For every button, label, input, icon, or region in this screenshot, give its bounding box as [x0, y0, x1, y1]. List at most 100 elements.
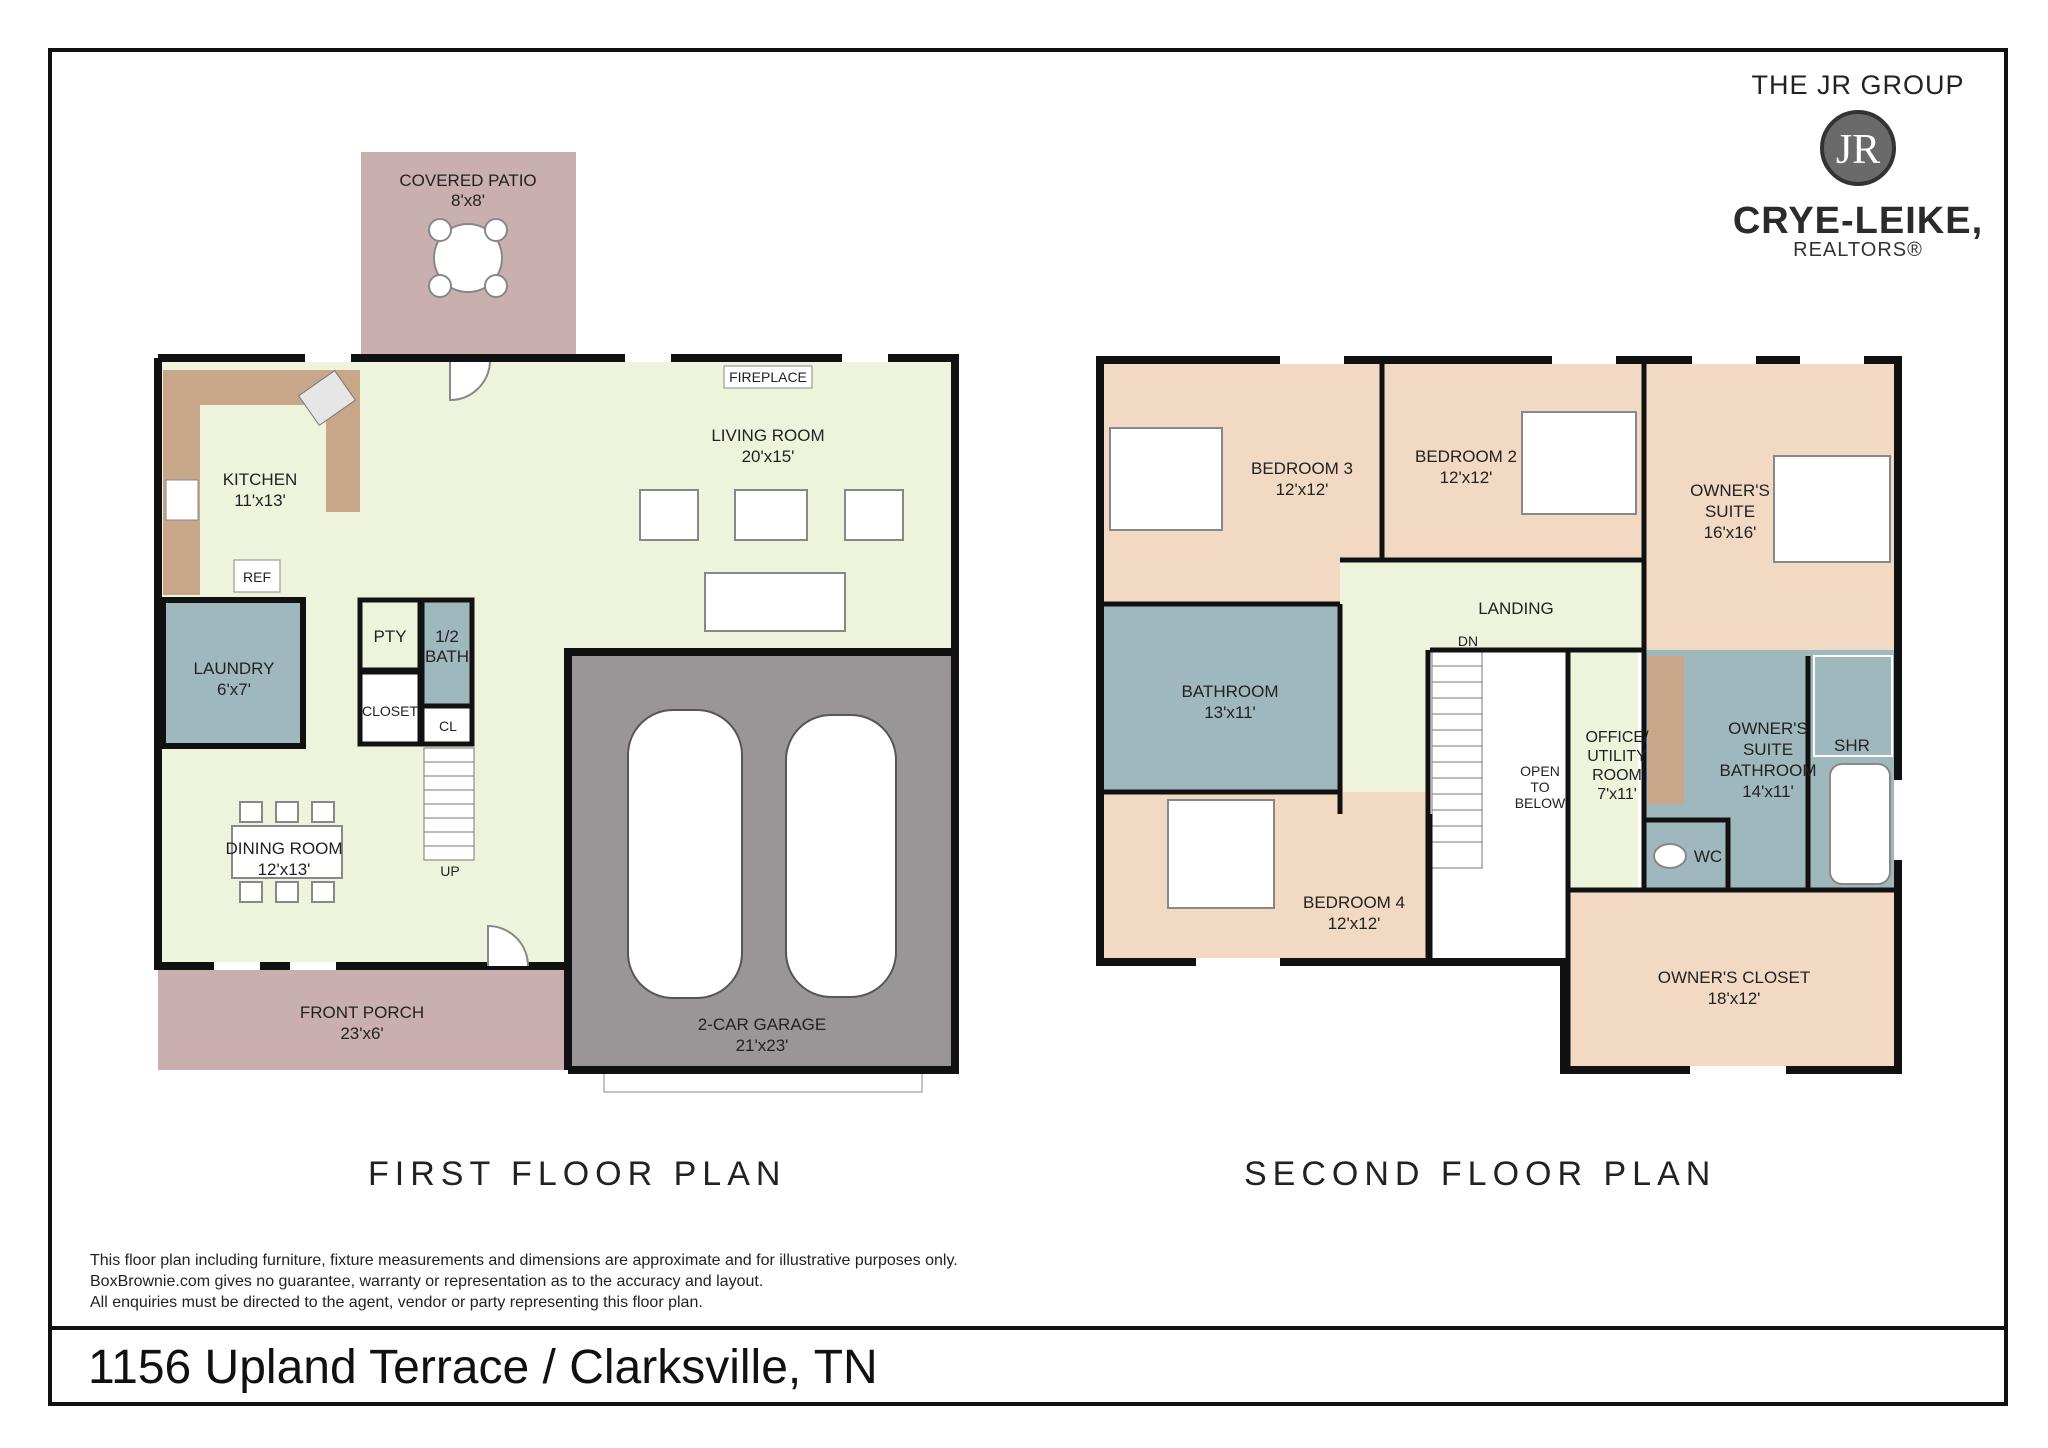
window [305, 354, 351, 362]
second-floor-title: SECOND FLOOR PLAN [1244, 1155, 1717, 1193]
owners-suite-label-2: SUITE [1705, 502, 1755, 521]
open-to-below-3: BELOW [1515, 795, 1566, 811]
disclaimer-line: This floor plan including furniture, fix… [90, 1252, 958, 1269]
pty-label: PTY [373, 627, 406, 646]
window [1552, 356, 1616, 364]
owners-bath-dim: 14'x11' [1742, 782, 1794, 801]
kitchen-label: KITCHEN [223, 470, 298, 489]
landing-label: LANDING [1478, 599, 1554, 618]
dining-chair [311, 881, 335, 903]
bathroom-area [1104, 604, 1340, 792]
bed [1773, 455, 1891, 563]
wc-label: WC [1694, 847, 1722, 866]
stove [165, 479, 199, 521]
dining-chair [275, 881, 299, 903]
owners-bath-label-2: SUITE [1743, 740, 1793, 759]
car [785, 714, 897, 998]
window [1800, 356, 1864, 364]
dining-chair [275, 801, 299, 823]
open-to-below-2: TO [1530, 779, 1549, 795]
owners-suite-dim: 16'x16' [1704, 523, 1757, 542]
office-label-1: OFFICE/ [1585, 729, 1649, 746]
bedroom-3-label: BEDROOM 3 [1251, 459, 1353, 478]
front-porch-dim: 23'x6' [340, 1024, 383, 1043]
bedroom-2-label: BEDROOM 2 [1415, 447, 1517, 466]
laundry-label: LAUNDRY [194, 659, 275, 678]
disclaimer: This floor plan including furniture, fix… [90, 1250, 958, 1313]
garage-dim: 21'x23' [736, 1036, 789, 1055]
owners-suite-label-1: OWNER'S [1690, 481, 1770, 500]
owners-bath-label-1: OWNER'S [1728, 719, 1808, 738]
armchair [639, 489, 699, 541]
hall-area [1340, 604, 1428, 814]
owners-closet-dim: 18'x12' [1708, 989, 1761, 1008]
owners-closet-label: OWNER'S CLOSET [1658, 968, 1811, 987]
dining-chair [311, 801, 335, 823]
car [627, 709, 743, 999]
kitchen-dim: 11'x13' [234, 491, 286, 510]
laundry-dim: 6'x7' [217, 680, 251, 699]
patio-chair [428, 218, 452, 242]
owners-bath-label-3: BATHROOM [1720, 761, 1817, 780]
dining-chair [239, 881, 263, 903]
brand-group-name: THE JR GROUP [1751, 70, 1965, 100]
bedroom-4-dim: 12'x12' [1328, 914, 1381, 933]
office-dim: 7'x11' [1597, 786, 1637, 803]
second-floor-outer-walls [1096, 356, 1902, 1074]
brand-name: CRYE-LEIKE, [1732, 200, 1984, 242]
second-floor-plan [1096, 356, 1902, 1074]
kitchen-sink [297, 369, 357, 427]
front-porch-area [158, 966, 564, 1070]
window [842, 354, 888, 362]
disclaimer-line: BoxBrownie.com gives no guarantee, warra… [90, 1273, 764, 1290]
office-label-3: ROOM [1592, 767, 1642, 784]
covered-patio-label: COVERED PATIO [399, 171, 536, 190]
stairs-up [423, 747, 475, 861]
stairs-down [1431, 649, 1483, 869]
bedroom-2-dim: 12'x12' [1440, 468, 1493, 487]
dining-room-label: DINING ROOM [225, 839, 342, 858]
refrigerator [233, 559, 281, 593]
window [1690, 1066, 1786, 1074]
front-porch-label: FRONT PORCH [300, 1003, 424, 1022]
living-room-dim: 20'x15' [742, 447, 795, 466]
jr-monogram-icon: JR [1820, 110, 1896, 186]
outer-frame [48, 48, 2008, 1406]
closet-label: CLOSET [362, 703, 418, 719]
footer-divider [48, 1326, 2008, 1330]
bathroom-dim: 13'x11' [1204, 703, 1256, 722]
bathtub [1829, 763, 1891, 885]
patio-table [433, 223, 503, 293]
dining-chair [239, 801, 263, 823]
half-bath-label-1: 1/2 [435, 627, 459, 646]
laundry-walls [160, 597, 306, 749]
front-door [487, 924, 529, 967]
dining-room-dim: 12'x13' [258, 860, 311, 879]
room-labels: COVERED PATIO 8'x8' FIREPLACE KITCHEN 11… [194, 171, 1870, 1055]
bed [1109, 427, 1223, 531]
toilet [1653, 843, 1687, 869]
patio-chair [484, 218, 508, 242]
laundry-room [163, 600, 303, 746]
owners-closet-area [1568, 890, 1898, 1070]
ref-label: REF [243, 569, 271, 585]
brand-subtitle: REALTORS® [1793, 239, 1923, 261]
armchair [844, 489, 904, 541]
window [1894, 780, 1902, 860]
property-address: 1156 Upland Terrace / Clarksville, TN [88, 1341, 878, 1394]
window [290, 962, 336, 970]
window [1280, 356, 1344, 364]
covered-patio-dim: 8'x8' [451, 191, 485, 210]
office-label-2: UTILITY [1587, 748, 1647, 765]
second-floor-interior-walls [1104, 364, 1898, 1070]
cl-label: CL [439, 718, 457, 734]
coffee-table [734, 489, 808, 541]
linen-closet [419, 703, 475, 747]
shower [1813, 655, 1893, 757]
patio-chair [428, 274, 452, 298]
closet [357, 669, 423, 747]
garage-label: 2-CAR GARAGE [698, 1015, 826, 1034]
window [625, 354, 671, 362]
window [1692, 356, 1756, 364]
